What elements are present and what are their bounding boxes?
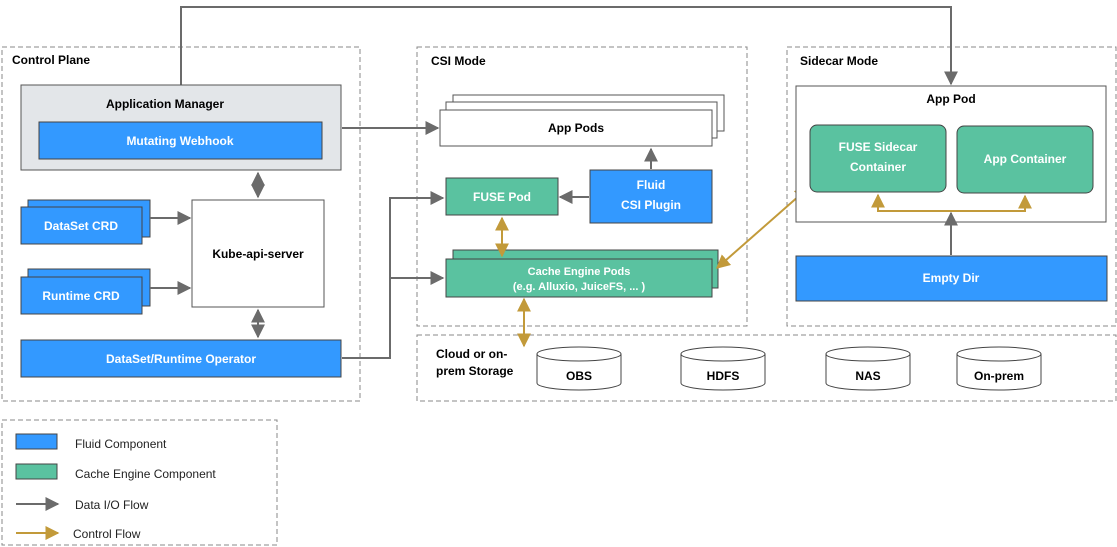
sidecar-app-container-control: [871, 193, 1032, 212]
storage-nas-cylinder: NAS: [825, 346, 911, 391]
operator-box: [20, 339, 342, 378]
mutating-webhook-label: Mutating Webhook: [126, 134, 233, 148]
operator-label: DataSet/Runtime Operator: [106, 352, 256, 366]
csi-plugin-label-line1: Fluid: [637, 178, 666, 192]
storage-title-line2: prem Storage: [436, 364, 514, 378]
runtime-crd-box: [20, 276, 143, 315]
fuse-pod-label: FUSE Pod: [473, 190, 531, 204]
storage-title-line1: Cloud or on-: [436, 347, 507, 361]
cache-engine-fuse-sidecar-control: [715, 187, 810, 269]
app-container-label: App Container: [984, 152, 1067, 166]
app-pods-box: [439, 109, 713, 147]
storage-hdfs-cylinder: HDFS: [680, 346, 766, 391]
sidecar-mode-title: Sidecar Mode: [800, 54, 878, 68]
fuse-pod-box: [445, 177, 559, 216]
storage-obs-label: OBS: [566, 369, 592, 383]
storage-section: [416, 334, 1117, 402]
csi-mode-section: [416, 46, 748, 327]
legend-fluid-label: Fluid Component: [75, 437, 167, 451]
cache-engine-label-line2: (e.g. Alluxio, JuiceFS, ... ): [513, 281, 646, 293]
legend-section: [1, 419, 278, 546]
app-manager-to-app-pod-arrow: [180, 6, 958, 86]
storage-obs-cylinder: OBS: [536, 346, 622, 391]
runtime-crd-label: Runtime CRD: [42, 289, 120, 303]
cache-engine-box: [445, 258, 713, 298]
storage-onprem-cylinder: On-prem: [956, 346, 1042, 391]
csi-plugin-label-line2: CSI Plugin: [621, 198, 681, 212]
cache-engine-label-line1: Cache Engine Pods: [528, 266, 631, 278]
dataset-crd-label: DataSet CRD: [44, 219, 118, 233]
fuse-sidecar-box: [809, 124, 947, 193]
app-pods-label: App Pods: [548, 121, 604, 135]
control-plane-title: Control Plane: [12, 53, 90, 67]
kube-api-server-label: Kube-api-server: [212, 247, 304, 261]
empty-dir-box: [795, 255, 1108, 302]
csi-plugin-box: [589, 169, 713, 224]
fuse-sidecar-label-line2: Container: [850, 160, 906, 174]
storage-hdfs-label: HDFS: [707, 369, 740, 383]
kube-api-server-box: [191, 199, 325, 308]
dataset-crd-box: [20, 206, 143, 245]
application-manager-label: Application Manager: [106, 97, 224, 111]
storage-onprem-label: On-prem: [974, 369, 1024, 383]
empty-dir-label: Empty Dir: [923, 271, 980, 285]
legend-data-flow-label: Data I/O Flow: [75, 498, 149, 512]
legend-cache-label: Cache Engine Component: [75, 467, 216, 481]
storage-nas-label: NAS: [855, 369, 880, 383]
app-pod-label: App Pod: [926, 92, 975, 106]
fuse-sidecar-label-line1: FUSE Sidecar: [839, 140, 918, 154]
legend-cache-swatch: [15, 463, 58, 480]
csi-mode-title: CSI Mode: [431, 54, 486, 68]
app-container-box: [956, 125, 1094, 194]
legend-control-flow-label: Control Flow: [73, 527, 141, 541]
mutating-webhook-box: [38, 121, 323, 160]
legend-fluid-swatch: [15, 433, 58, 450]
